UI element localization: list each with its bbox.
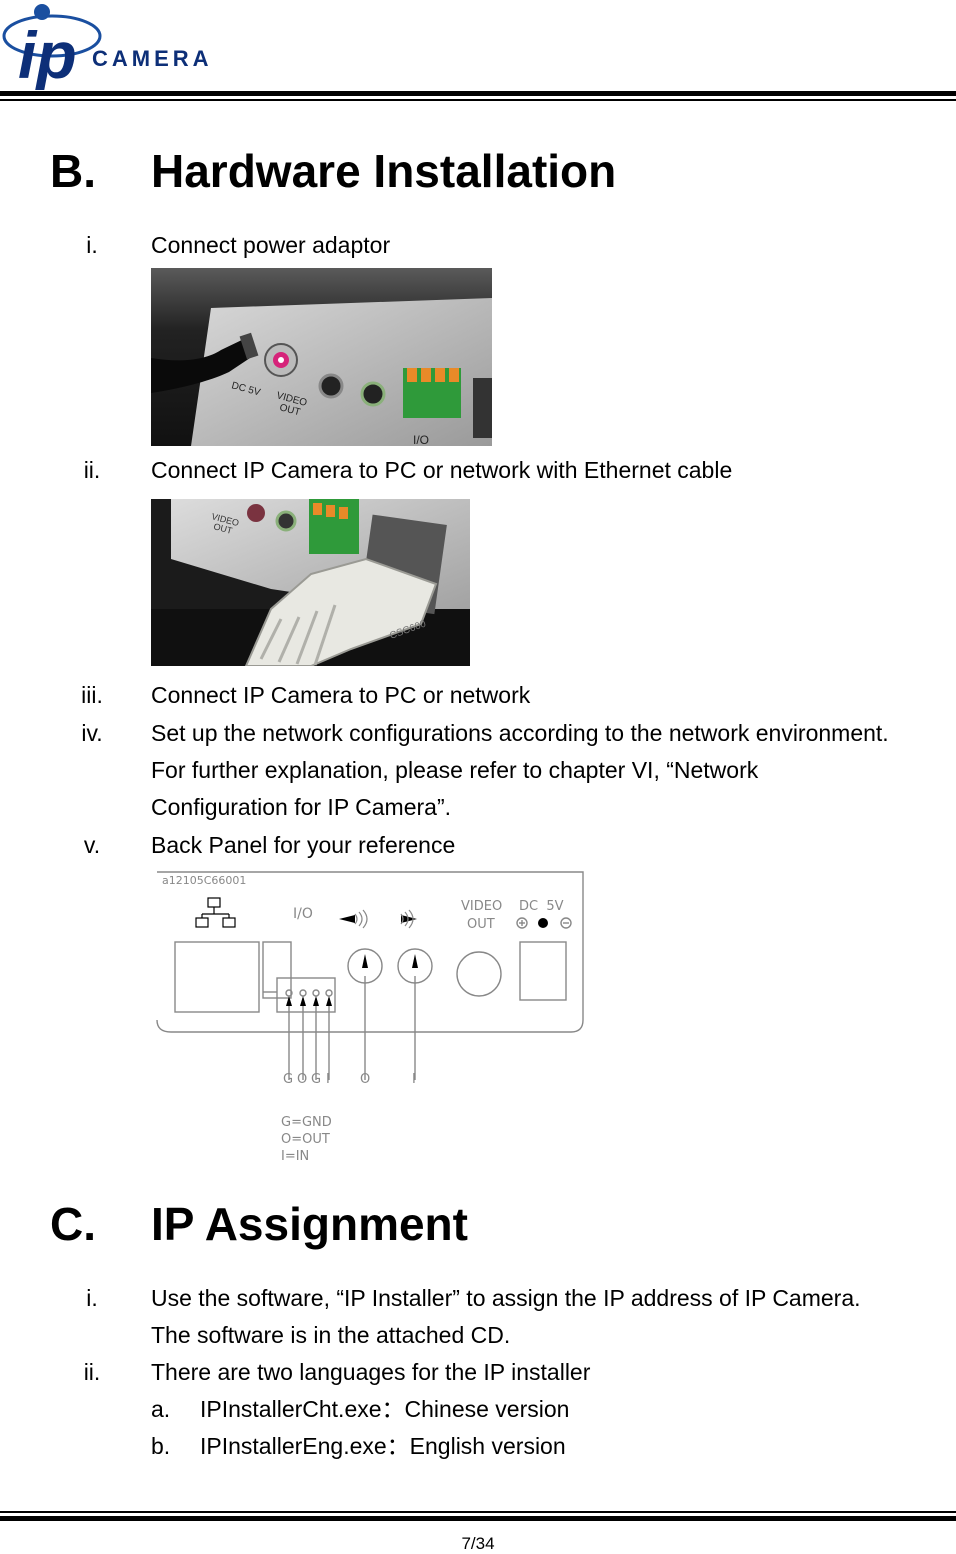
footer-rule-thin [0,1511,956,1513]
item-b-iv-line2: For further explanation, please refer to… [151,757,759,783]
page-number: 7/34 [461,1534,495,1553]
svg-text:OUT: OUT [467,917,495,932]
svg-text:I/O: I/O [293,906,313,922]
svg-text:O: O [360,1072,370,1087]
subitem-a-letter: a. [151,1396,171,1422]
svg-text:G: G [283,1072,293,1087]
svg-text:OUT: OUT [212,521,233,536]
subitem-b-letter: b. [151,1433,171,1459]
section-c-title: IP Assignment [151,1198,468,1250]
section-b-letter: B. [50,145,96,197]
item-b-i-text: Connect power adaptor [151,232,391,258]
svg-text:VIDEO: VIDEO [461,899,502,914]
back-panel-diagram: a12105C66001 I/O VIDEO OUT DC 5V G O G I… [155,870,587,1165]
svg-text:CAMERA: CAMERA [92,46,213,71]
subitem-a-text: IPInstallerCht.exe：Chinese version [200,1396,570,1422]
svg-text:I: I [412,1072,416,1087]
svg-text:OUT: OUT [278,402,301,418]
item-b-ii-text: Connect IP Camera to PC or network with … [151,457,733,483]
item-c-ii-num: ii. [83,1359,101,1385]
power-adaptor-photo: DC 5V VIDEO OUT I/O [151,268,492,446]
header-rule-thick [0,91,956,96]
network-icon [195,897,236,928]
svg-text:I: I [326,1072,330,1087]
ethernet-cable-photo: VIDEO OUT CSC600 [151,499,470,666]
svg-text:G=GND: G=GND [281,1115,332,1130]
svg-text:ip: ip [18,18,77,90]
header-rule-thin [0,99,956,101]
item-b-v-num: v. [83,832,101,858]
svg-text:a12105C66001: a12105C66001 [162,874,246,887]
item-c-i-num: i. [86,1285,98,1311]
item-b-iv-line3: Configuration for IP Camera”. [151,794,451,820]
section-c-letter: C. [50,1198,96,1250]
subitem-b-text: IPInstallerEng.exe：English version [200,1433,566,1459]
section-b-title: Hardware Installation [151,145,617,197]
item-c-ii-text: There are two languages for the IP insta… [151,1359,591,1385]
item-b-iii-text: Connect IP Camera to PC or network [151,682,531,708]
svg-text:I/O: I/O [413,433,429,446]
item-c-i-line2: The software is in the attached CD. [151,1322,511,1348]
item-b-iv-num: iv. [81,720,103,746]
item-b-iv-line1: Set up the network configurations accord… [151,720,889,746]
svg-text:G: G [311,1072,321,1087]
svg-text:DC 5V: DC 5V [519,899,564,914]
item-c-i-line1: Use the software, “IP Installer” to assi… [151,1285,861,1311]
ip-camera-logo: ip CAMERA [0,0,270,92]
item-b-ii-num: ii. [83,457,101,483]
item-b-iii-num: iii. [81,682,103,708]
svg-text:O: O [297,1072,307,1087]
svg-text:O=OUT: O=OUT [281,1132,330,1147]
item-b-v-text: Back Panel for your reference [151,832,456,858]
item-b-i-num: i. [86,232,98,258]
svg-text:I=IN: I=IN [281,1149,309,1164]
footer-rule-thick [0,1516,956,1521]
